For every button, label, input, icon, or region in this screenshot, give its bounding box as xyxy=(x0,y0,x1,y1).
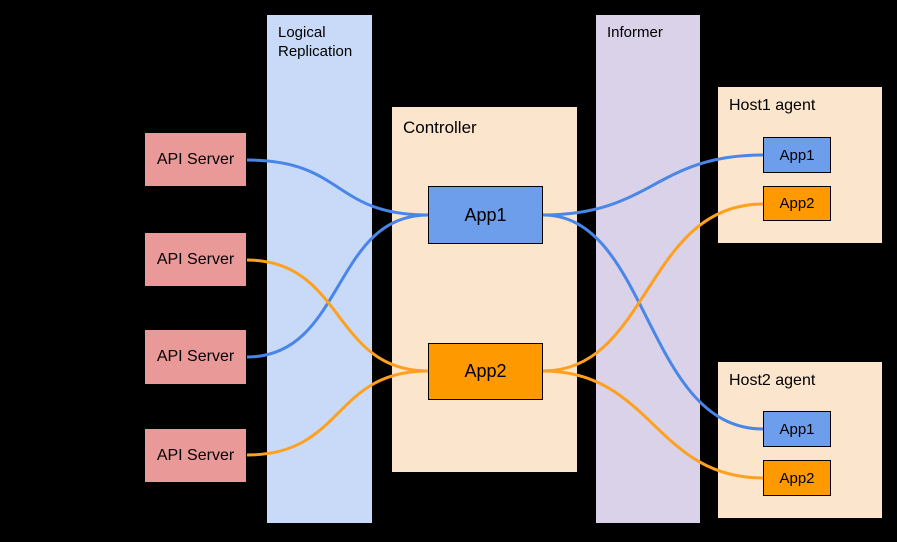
host2-app2: App2 xyxy=(763,460,831,496)
host2-agent-label: Host2 agent xyxy=(729,372,816,389)
host2-app1: App1 xyxy=(763,411,831,447)
controller-app1: App1 xyxy=(428,186,543,244)
host1-agent-label: Host1 agent xyxy=(729,97,816,114)
api-server-3-label: API Server xyxy=(156,348,235,365)
api-server-2-label: API Server xyxy=(156,250,235,268)
api-server-2: API Server xyxy=(144,232,247,287)
lane-logical-replication: Logical Replication xyxy=(267,15,372,523)
controller-app2-label: App2 xyxy=(464,361,507,381)
host1-app2-label: App2 xyxy=(779,195,815,212)
api-server-4: API Server xyxy=(144,428,247,483)
controller-app2: App2 xyxy=(428,343,543,400)
api-server-4-label: API Server xyxy=(156,446,235,464)
lane-informer: Informer xyxy=(596,15,700,523)
controller-label: Controller xyxy=(403,118,477,137)
controller-app1-label: App1 xyxy=(464,204,507,225)
api-server-1: API Server xyxy=(144,132,247,187)
controller-box: Controller xyxy=(392,107,577,472)
host2-app1-label: App1 xyxy=(779,420,815,438)
lane-logical-replication-label: Logical Replication xyxy=(278,24,353,60)
host2-app2-label: App2 xyxy=(779,469,815,487)
host1-app2: App2 xyxy=(763,186,831,221)
lane-informer-label: Informer xyxy=(607,24,663,41)
host1-app1-label: App1 xyxy=(779,146,815,164)
api-server-3: API Server xyxy=(144,329,247,385)
api-server-1-label: API Server xyxy=(156,150,235,168)
host1-app1: App1 xyxy=(763,137,831,173)
